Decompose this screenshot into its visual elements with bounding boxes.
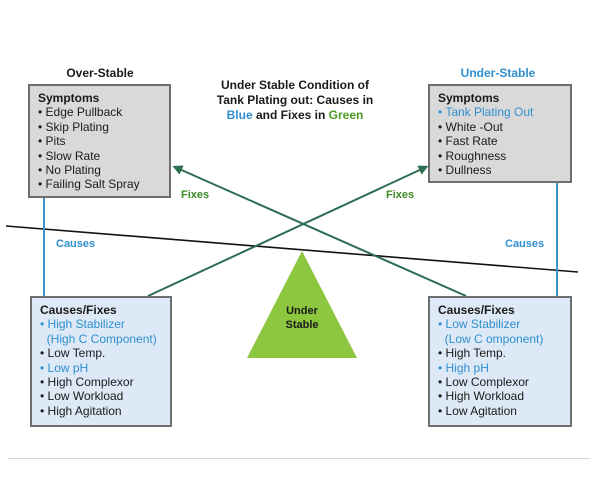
under-stable-symptoms-box: Symptoms • Tank Plating Out • White -Out…: [428, 84, 572, 183]
list-item: • Roughness: [438, 148, 507, 163]
fulcrum-triangle: [247, 251, 357, 358]
over-stable-causes-list: • High Stabilizer (High C Component) • L…: [40, 317, 162, 418]
title-and-fixes-in: and Fixes in: [252, 108, 329, 122]
list-item: • High Stabilizer: [40, 317, 125, 332]
list-item: • Tank Plating Out: [438, 105, 534, 120]
list-item: • White -Out: [438, 119, 503, 134]
list-item: • Pits: [38, 134, 66, 149]
list-item: • Low Agitation: [438, 403, 517, 418]
causes-label-right: Causes: [505, 238, 545, 250]
list-item: • High pH: [438, 360, 489, 375]
list-item: • High Workload: [438, 389, 525, 404]
under-stable-causes-box: Causes/Fixes • Low Stabilizer (Low C omp…: [428, 296, 572, 427]
diagram-title-line3: Blue and Fixes in Green: [205, 108, 385, 123]
list-item: • Dullness: [438, 163, 492, 178]
causes-label-left: Causes: [56, 238, 96, 250]
title-blue-word: Blue: [226, 108, 253, 122]
over-stable-causes-title: Causes/Fixes: [40, 303, 117, 317]
fulcrum-label-line1: Under: [286, 305, 318, 317]
seesaw-beam: [5, 225, 579, 273]
over-stable-causes-box: Causes/Fixes • High Stabilizer (High C C…: [30, 296, 172, 427]
fixes-arrow-to-under-stable: [147, 165, 429, 297]
list-item: • Low Stabilizer: [438, 317, 521, 332]
diagram-title: Under Stable Condition of Tank Plating o…: [205, 78, 385, 123]
list-item: • Low Complexor: [438, 375, 529, 390]
under-stable-symptoms-list: • Tank Plating Out • White -Out • Fast R…: [438, 105, 562, 177]
over-stable-symptoms-box: Symptoms • Edge Pullback • Skip Plating …: [28, 84, 171, 198]
fixes-label-left: Fixes: [181, 189, 210, 201]
title-green-word: Green: [328, 108, 364, 122]
list-item: • High Temp.: [438, 346, 507, 361]
diagram-title-line2: Tank Plating out: Causes in: [216, 93, 374, 107]
under-stable-causes-title: Causes/Fixes: [438, 303, 515, 317]
list-item: • Low Temp.: [40, 346, 106, 361]
list-item: (High C Component): [40, 331, 157, 346]
list-item: • Skip Plating: [38, 119, 109, 134]
list-item: • Edge Pullback: [38, 105, 123, 120]
list-item: • Low pH: [40, 360, 89, 375]
over-stable-symptoms-list: • Edge Pullback • Skip Plating • Pits • …: [38, 105, 161, 191]
fixes-arrow-to-over-stable: [172, 165, 467, 297]
bottom-divider: [8, 458, 590, 459]
fulcrum-label: Under Stable: [262, 304, 342, 332]
list-item: • Fast Rate: [438, 134, 498, 149]
diagram-title-line1: Under Stable Condition of: [221, 78, 369, 92]
over-stable-symptoms-title: Symptoms: [38, 91, 100, 105]
under-stable-heading: Under-Stable: [460, 66, 536, 80]
under-stable-causes-list: • Low Stabilizer (Low C omponent) • High…: [438, 317, 562, 418]
list-item: • Slow Rate: [38, 148, 101, 163]
fixes-label-right: Fixes: [386, 189, 415, 201]
fulcrum-label-line2: Stable: [285, 319, 319, 331]
list-item: • Low Workload: [40, 389, 124, 404]
under-stable-symptoms-title: Symptoms: [438, 91, 500, 105]
list-item: • No Plating: [38, 163, 101, 178]
list-item: • High Complexor: [40, 375, 134, 390]
over-stable-heading: Over-Stable: [66, 66, 134, 80]
list-item: • Failing Salt Spray: [38, 177, 140, 192]
list-item: • High Agitation: [40, 403, 122, 418]
list-item: (Low C omponent): [438, 331, 544, 346]
